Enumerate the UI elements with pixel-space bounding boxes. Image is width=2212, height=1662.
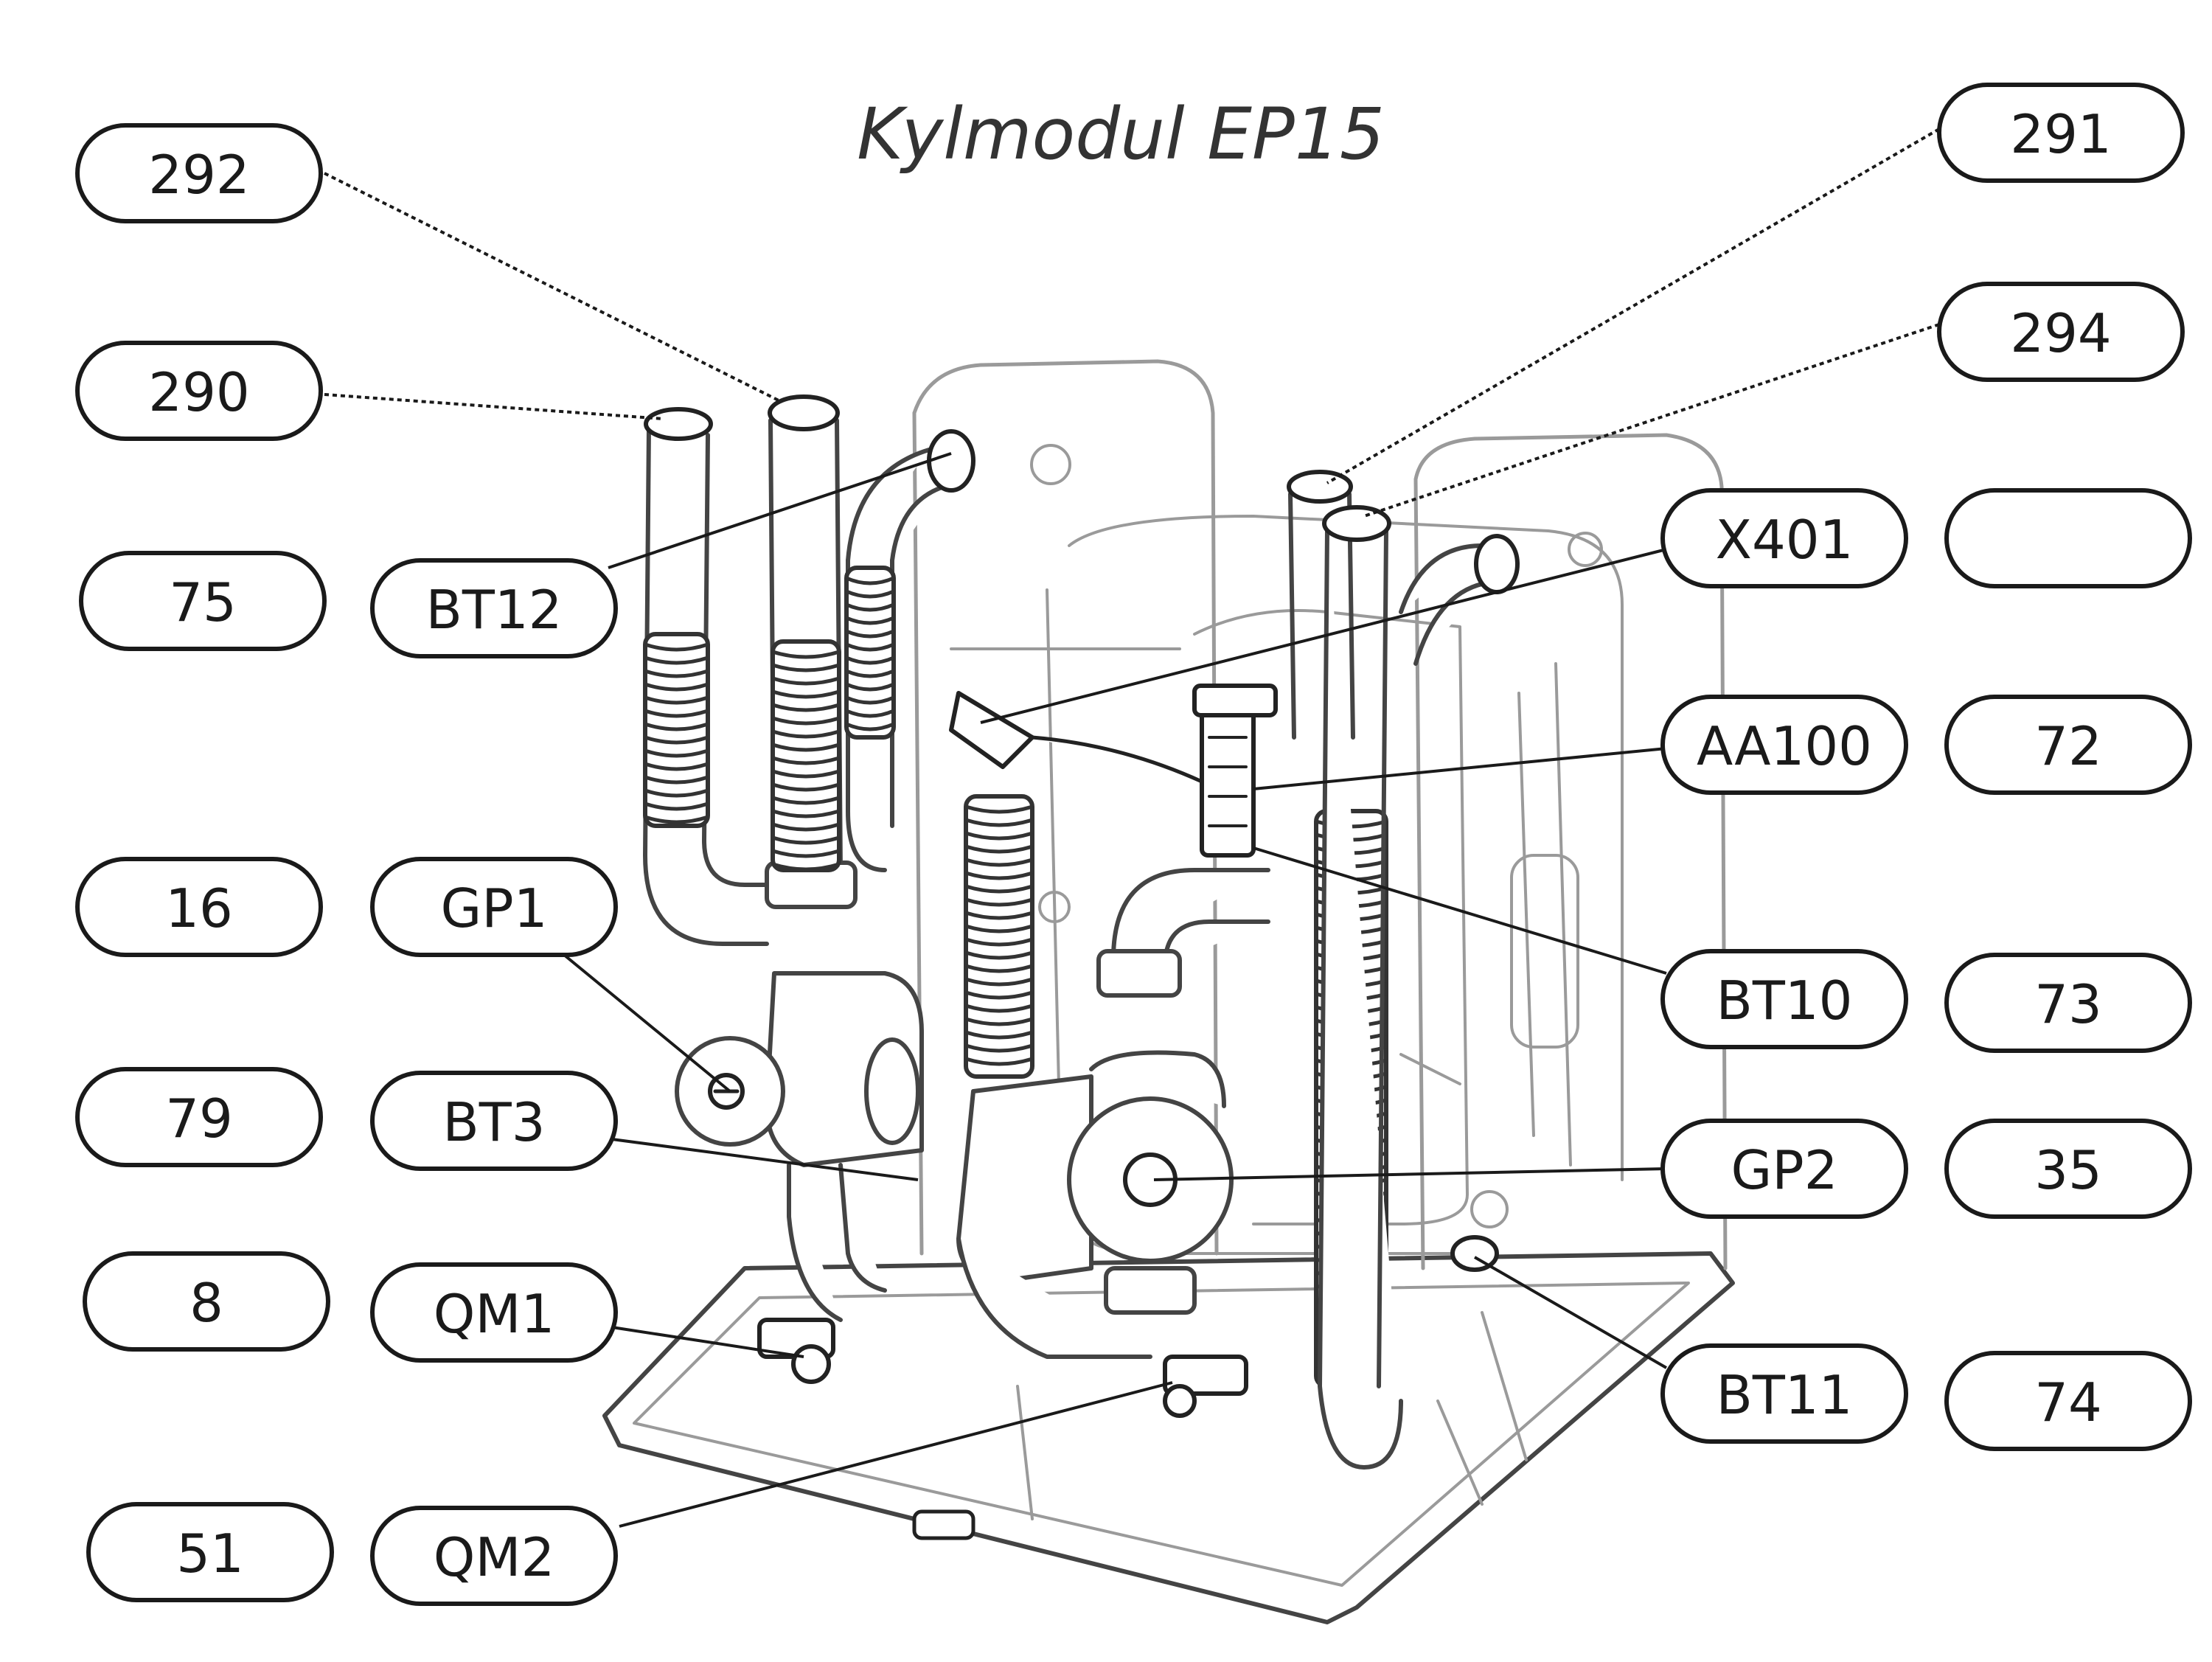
label-x401: X401: [1660, 488, 1908, 588]
label-aa100: AA100: [1660, 695, 1908, 795]
label-290-text: 290: [148, 361, 249, 423]
label-72-text: 72: [2034, 715, 2102, 777]
label-aa100-text: AA100: [1697, 715, 1872, 777]
label-79-text: 79: [165, 1088, 233, 1150]
label-qm1: QM1: [370, 1262, 618, 1363]
label-blank: [1944, 488, 2192, 588]
label-bt12: BT12: [370, 558, 618, 658]
label-16: 16: [75, 857, 323, 957]
label-qm2: QM2: [370, 1506, 618, 1606]
label-qm2-text: QM2: [434, 1526, 555, 1588]
hose-left-back: [844, 566, 896, 740]
bt11-fitting: [1450, 1235, 1499, 1272]
pump-gp2-body: [956, 868, 1270, 1359]
leader-qm1: [611, 1326, 804, 1358]
right-pipes: [1287, 470, 1520, 1470]
label-290: 290: [75, 341, 323, 441]
leader-aa100: [1253, 747, 1667, 790]
leader-291: [1326, 128, 1941, 484]
label-16-text: 16: [165, 877, 233, 939]
label-bt11-text: BT11: [1717, 1364, 1853, 1426]
label-294-text: 294: [2010, 302, 2111, 364]
hose-left-inner: [771, 639, 841, 872]
label-bt3: BT3: [370, 1071, 618, 1171]
drain-valves: [757, 1318, 1248, 1418]
hose-center: [964, 794, 1034, 1079]
label-74: 74: [1944, 1351, 2192, 1451]
label-35-text: 35: [2034, 1139, 2102, 1201]
label-75-text: 75: [169, 571, 237, 633]
label-51: 51: [86, 1502, 334, 1602]
label-8: 8: [83, 1251, 330, 1352]
leader-qm2: [619, 1381, 1173, 1528]
label-72: 72: [1944, 695, 2192, 795]
leader-bt10: [1253, 846, 1667, 975]
leader-290: [324, 393, 664, 420]
label-73-text: 73: [2034, 973, 2102, 1035]
label-pills: 292 290 75 16 79 8 51 BT12: [75, 83, 2192, 1606]
label-bt11: BT11: [1660, 1343, 1908, 1444]
label-74-text: 74: [2034, 1371, 2102, 1433]
label-8-text: 8: [189, 1272, 223, 1334]
leader-bt11: [1474, 1256, 1667, 1369]
leader-x401: [980, 548, 1667, 724]
leader-bt12: [608, 452, 952, 569]
heat-exchanger-housing: [912, 359, 1728, 1270]
label-bt12-text: BT12: [426, 579, 563, 641]
label-294: 294: [1937, 282, 2185, 382]
label-292: 292: [75, 123, 323, 223]
label-gp2: GP2: [1660, 1119, 1908, 1219]
leader-292: [324, 172, 782, 403]
label-gp2-text: GP2: [1731, 1139, 1837, 1201]
label-75: 75: [79, 551, 327, 651]
label-bt10-text: BT10: [1717, 970, 1853, 1032]
leader-bt3: [611, 1138, 919, 1181]
label-291: 291: [1937, 83, 2185, 183]
cooling-module-illustration: [602, 359, 1735, 1624]
electrical-connector-block: [949, 684, 1278, 858]
label-51-text: 51: [176, 1523, 244, 1585]
label-x401-text: X401: [1716, 509, 1854, 571]
label-73: 73: [1944, 953, 2192, 1053]
leader-gp2: [1153, 1167, 1667, 1181]
label-79: 79: [75, 1067, 323, 1167]
label-292-text: 292: [148, 144, 249, 206]
label-gp1-text: GP1: [440, 877, 547, 939]
base-tray: [602, 1251, 1735, 1624]
leader-294: [1363, 323, 1940, 518]
label-gp1: GP1: [370, 857, 618, 957]
label-bt10: BT10: [1660, 949, 1908, 1049]
label-qm1-text: QM1: [434, 1283, 555, 1345]
label-291-text: 291: [2010, 103, 2111, 165]
diagram-title: Kylmodul EP15: [857, 93, 1385, 175]
leader-lines: [324, 128, 1941, 1528]
label-bt3-text: BT3: [442, 1091, 545, 1153]
label-35: 35: [1944, 1119, 2192, 1219]
hose-left-outer: [643, 632, 710, 828]
leader-gp1: [563, 953, 731, 1093]
pump-gp1-body: [675, 971, 924, 1322]
